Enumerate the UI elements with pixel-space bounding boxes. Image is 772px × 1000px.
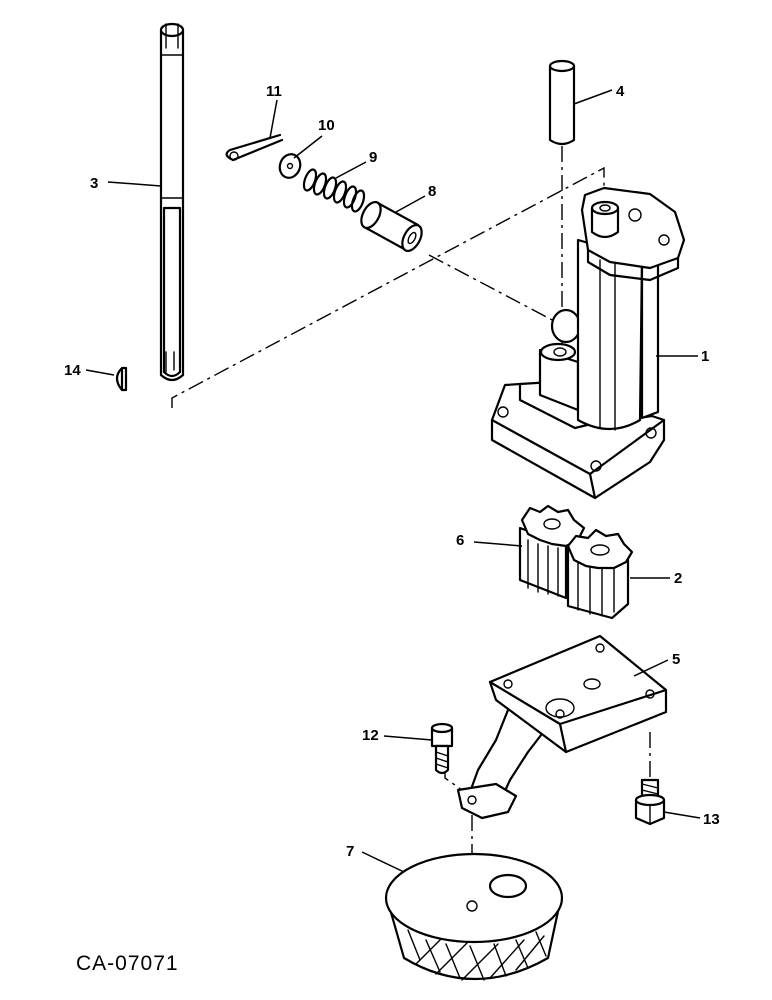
drive-gear-icon	[518, 504, 586, 600]
drive-shaft-icon	[159, 22, 185, 382]
callout-3: 3	[90, 175, 98, 192]
leader-7	[361, 851, 405, 873]
leader-11	[269, 99, 278, 139]
callout-12: 12	[362, 727, 379, 744]
callout-11: 11	[266, 83, 282, 100]
valve-plunger-icon	[360, 200, 423, 253]
driven-gear-icon	[566, 528, 634, 620]
callout-1: 1	[701, 348, 709, 365]
callout-7: 7	[346, 843, 354, 860]
leader-4	[573, 89, 613, 105]
cotter-pin-icon	[225, 133, 284, 162]
screen-icon	[384, 852, 564, 981]
pin-icon	[548, 59, 576, 146]
pump-body-icon	[490, 186, 686, 500]
figure-code: CA-07071	[76, 952, 179, 975]
spring-icon	[302, 168, 366, 213]
leader-6	[473, 541, 523, 547]
key-icon	[115, 366, 128, 392]
leader-12	[383, 735, 433, 741]
screw-icon	[430, 722, 454, 775]
callout-6: 6	[456, 532, 464, 549]
callout-5: 5	[672, 651, 680, 668]
cover-icon	[456, 634, 668, 820]
bolt-icon	[634, 778, 666, 826]
callout-labels: 1 2 3 4 5 6 7 8 9 10 11 12 13 14	[64, 83, 720, 860]
callout-4: 4	[616, 83, 625, 100]
leader-9	[335, 161, 367, 179]
leader-10	[293, 135, 323, 159]
shaft-axis-line	[171, 166, 605, 408]
callout-9: 9	[369, 149, 377, 166]
valve-axis-line	[428, 254, 557, 323]
leader-13	[663, 811, 701, 819]
leader-3	[107, 181, 162, 187]
leader-8	[395, 195, 426, 213]
callout-10: 10	[318, 117, 335, 134]
callout-14: 14	[64, 362, 81, 379]
washer-icon	[278, 153, 302, 179]
leader-lines	[85, 89, 701, 873]
callout-13: 13	[703, 811, 720, 828]
leader-5	[633, 659, 669, 677]
callout-8: 8	[428, 183, 436, 200]
callout-2: 2	[674, 570, 682, 587]
leader-14	[85, 369, 115, 376]
